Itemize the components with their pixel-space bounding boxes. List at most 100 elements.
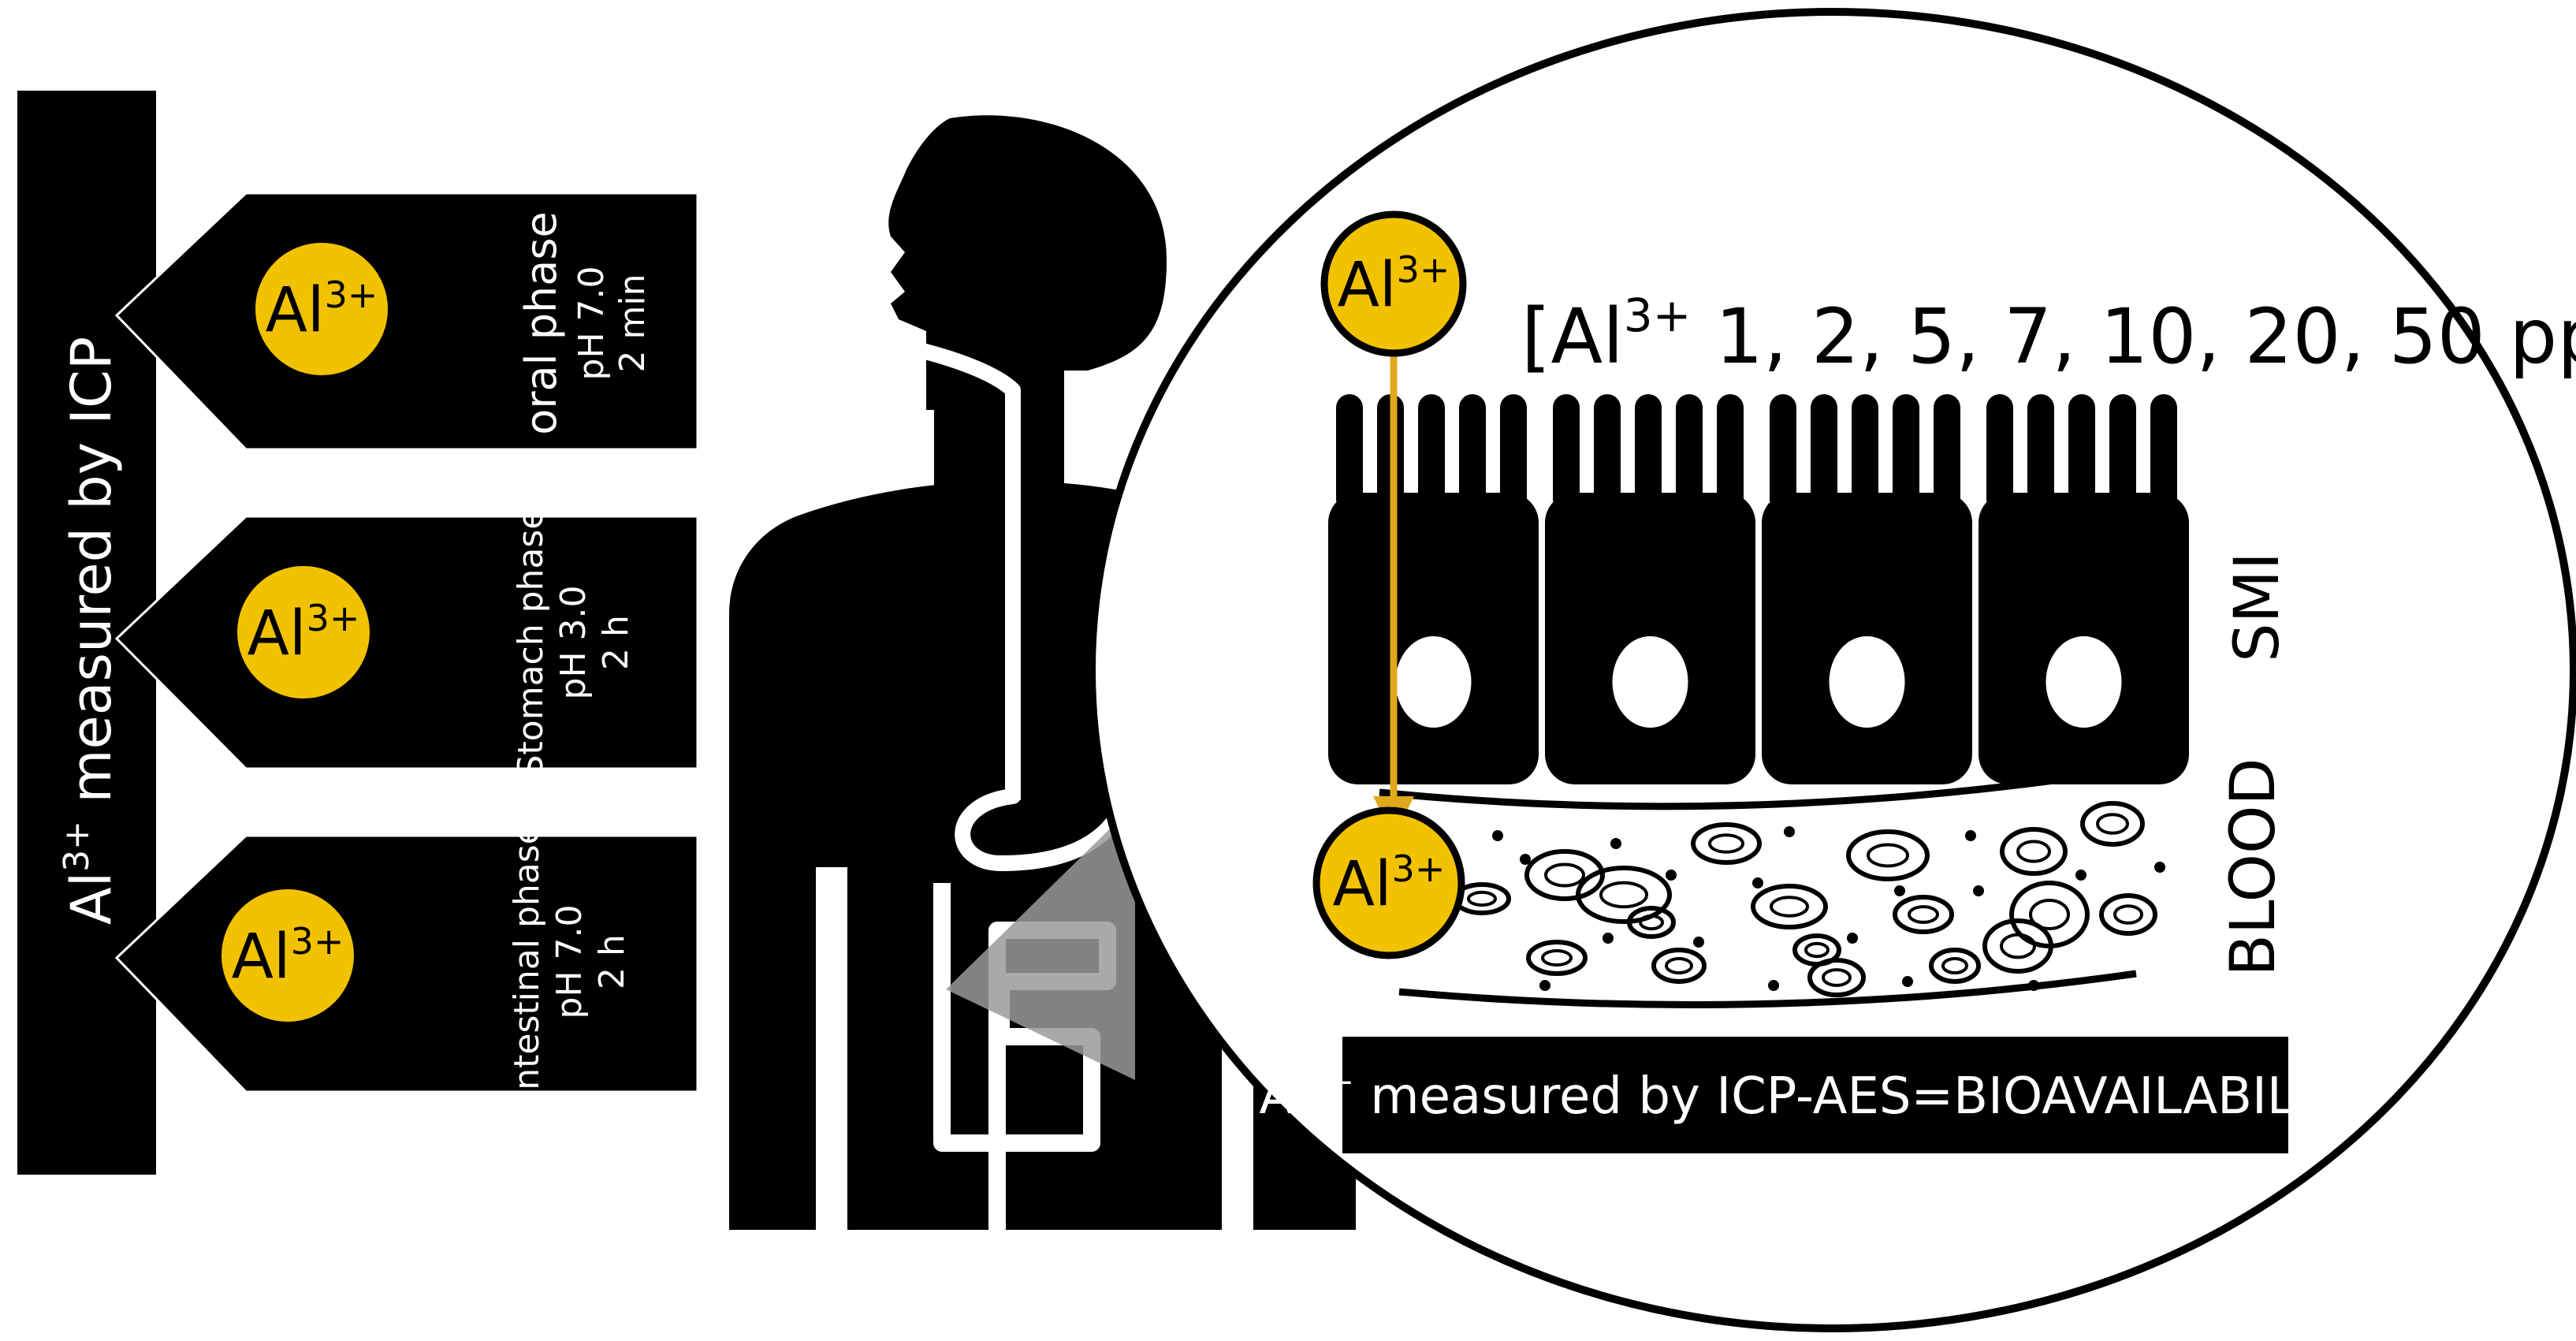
microvillus — [1770, 394, 1796, 512]
platelet-dot — [2075, 870, 2086, 881]
phase-time: 2 h — [596, 615, 636, 670]
red-blood-cell-center — [1867, 843, 1909, 868]
phase-oral: Al3+ oral phase pH 7.0 2 min — [114, 192, 699, 451]
red-blood-cell-center — [2016, 840, 2051, 863]
phase-time: 2 min — [612, 274, 653, 373]
phase-name: oral phase — [516, 211, 566, 434]
red-blood-cell-center — [1544, 862, 1585, 888]
microvillus — [1811, 394, 1837, 512]
microvillus — [1459, 394, 1486, 512]
zoom-cone — [946, 804, 1135, 1080]
platelet-dot — [1768, 980, 1779, 991]
al-ion-label: Al3+ — [266, 274, 378, 346]
platelet-dot — [1965, 830, 1976, 841]
zoom-circle: [Al3+ 1, 2, 5, 7, 10, 20, 50 ppm] SMI BL… — [1088, 8, 2576, 1332]
microvillus — [1893, 394, 1919, 512]
red-blood-cell-center — [2113, 904, 2143, 925]
red-blood-cell — [1792, 933, 1841, 967]
platelet-dot — [1752, 877, 1763, 888]
red-blood-cell-center — [1941, 957, 1968, 974]
red-blood-cell — [1627, 906, 1676, 939]
al-ion-badge — [215, 883, 360, 1028]
red-blood-cell — [1893, 895, 1954, 934]
blood-cells — [1453, 801, 2165, 997]
platelet-dot — [1894, 885, 1905, 896]
phase-ph: pH 3.0 — [553, 586, 594, 700]
red-blood-cell-center — [2000, 933, 2036, 959]
phase-panel-shape — [114, 192, 699, 451]
red-blood-cell — [2080, 801, 2145, 847]
al-ion-badge-bottom — [1312, 806, 1465, 959]
red-blood-cell-center — [1639, 914, 1664, 931]
microvillus — [1635, 394, 1662, 512]
microvillus — [1986, 394, 2013, 512]
platelet-dot — [1784, 826, 1795, 837]
red-blood-cell-center — [2096, 813, 2129, 835]
al-ion-badge-top — [1320, 210, 1467, 357]
phase-name: Intestinal phase — [507, 823, 547, 1100]
red-blood-cell — [1576, 866, 1672, 924]
microvillus — [1336, 394, 1363, 512]
left-bar-label: Al3+ measured by ICP — [57, 337, 124, 925]
blood-label: BLOOD — [2218, 758, 2289, 976]
platelet-dot — [1847, 933, 1858, 944]
red-blood-cell-center — [1804, 941, 1830, 959]
phase-name: Stomach phase — [511, 508, 551, 777]
microvillus — [1553, 394, 1580, 512]
vessel-upper-wall — [1379, 757, 2184, 810]
phase-ph: pH 7.0 — [571, 266, 612, 381]
red-blood-cell-center — [1708, 833, 1744, 854]
al-ion-badge — [249, 237, 394, 382]
platelet-dot — [1603, 933, 1614, 944]
esophagus-tube — [904, 339, 1021, 800]
red-blood-cell — [1524, 849, 1605, 901]
red-blood-cell — [1526, 940, 1588, 976]
red-blood-cell — [1982, 918, 2053, 974]
platelet-dot — [1902, 976, 1913, 987]
al-ion-badge — [231, 560, 376, 705]
microvillus — [1717, 394, 1744, 512]
platelet-dot — [2028, 980, 2039, 991]
concentration-label: [Al3+ 1, 2, 5, 7, 10, 20, 50 ppm] — [1521, 289, 2576, 381]
microvillus — [1852, 394, 1878, 512]
red-blood-cell — [1691, 822, 1762, 865]
red-blood-cell-center — [1770, 896, 1809, 918]
platelet-dot — [1610, 838, 1621, 849]
phase-time: 2 h — [592, 934, 632, 989]
platelet-dot — [1520, 854, 1531, 865]
platelet-dot — [1666, 870, 1677, 881]
microvillus — [1418, 394, 1445, 512]
microvillus — [1934, 394, 1960, 512]
phase-intestinal: Al3+ Intestinal phase pH 7.0 2 h — [114, 823, 699, 1101]
red-blood-cell — [1846, 829, 1930, 881]
red-blood-cell-center — [1665, 957, 1693, 974]
microvillus — [2109, 394, 2136, 512]
microvillus — [2150, 394, 2177, 512]
microvillus — [1676, 394, 1703, 512]
red-blood-cell — [2000, 827, 2068, 876]
al-ion-label-top: Al3+ — [1338, 248, 1450, 321]
cell-nucleus — [1829, 636, 1905, 728]
red-blood-cell-center — [2029, 899, 2070, 930]
platelet-dot — [1973, 885, 1984, 896]
red-blood-cell-center — [1599, 881, 1648, 909]
microvillus — [1594, 394, 1621, 512]
platelet-dot — [2154, 862, 2165, 873]
red-blood-cell — [1751, 884, 1828, 929]
red-blood-cell — [1807, 958, 1866, 997]
phase-stomach: Al3+ Stomach phase pH 3.0 2 h — [114, 508, 699, 777]
red-blood-cell-center — [1467, 890, 1497, 907]
al-ion-label: Al3+ — [248, 597, 360, 669]
microvillus — [2068, 394, 2095, 512]
microvillus — [2027, 394, 2054, 512]
result-banner-text: Al3+ measured by ICP-AES=BIOAVAILABILITY — [1259, 1064, 2372, 1126]
result-banner — [1342, 1037, 2288, 1153]
cell-nucleus — [1395, 636, 1472, 728]
cell-nucleus — [1612, 636, 1688, 728]
smi-label: SMI — [2222, 552, 2293, 662]
cell-nucleus — [2046, 636, 2122, 728]
al-ion-label: Al3+ — [232, 920, 344, 993]
al-ion-label-bottom: Al3+ — [1333, 847, 1446, 920]
